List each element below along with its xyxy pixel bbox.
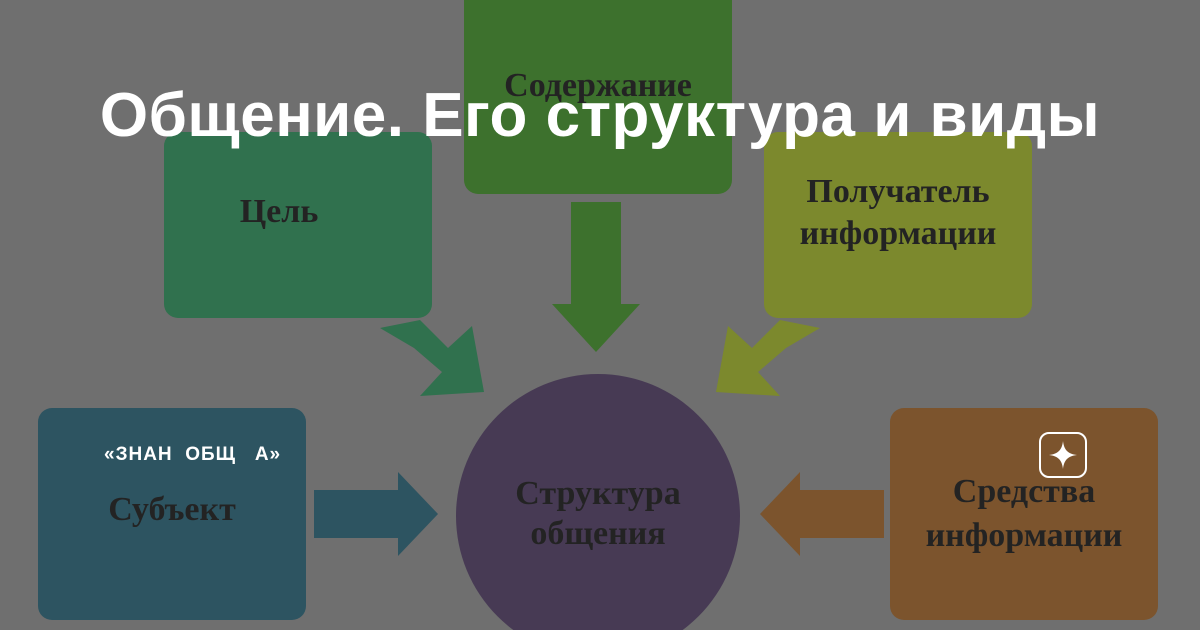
label-poluchatel-line1: Получатель (806, 173, 990, 210)
box-subekt (38, 408, 306, 620)
label-poluchatel-line2: информации (799, 215, 997, 252)
label-soderzhanie: Содержание (504, 67, 692, 104)
box-tsel (164, 132, 432, 318)
arrow-subekt (314, 472, 438, 556)
label-tsel: Цель (239, 193, 319, 230)
box-poluchatel (764, 132, 1032, 318)
box-soderzhanie (464, 0, 732, 194)
page-title: Общение. Его структура и виды (99, 81, 1101, 150)
label-sredstva-line1: Средства (952, 473, 1096, 510)
arrow-sredstva (760, 472, 884, 556)
sparkle-star-icon (1039, 432, 1087, 478)
arrow-poluchatel (716, 320, 820, 396)
label-center-line2: общения (530, 515, 666, 552)
star-glyph-icon (1049, 441, 1077, 469)
box-sredstva (890, 408, 1158, 620)
arrow-tsel (380, 320, 484, 396)
label-subekt: Субъект (108, 491, 236, 528)
label-sredstva-line2: информации (925, 517, 1123, 554)
channel-watermark: «ЗНАН ОБЩ А» (104, 444, 282, 465)
center-circle (456, 374, 740, 630)
label-center-line1: Структура (515, 475, 681, 512)
arrow-soderzhanie (552, 202, 640, 352)
